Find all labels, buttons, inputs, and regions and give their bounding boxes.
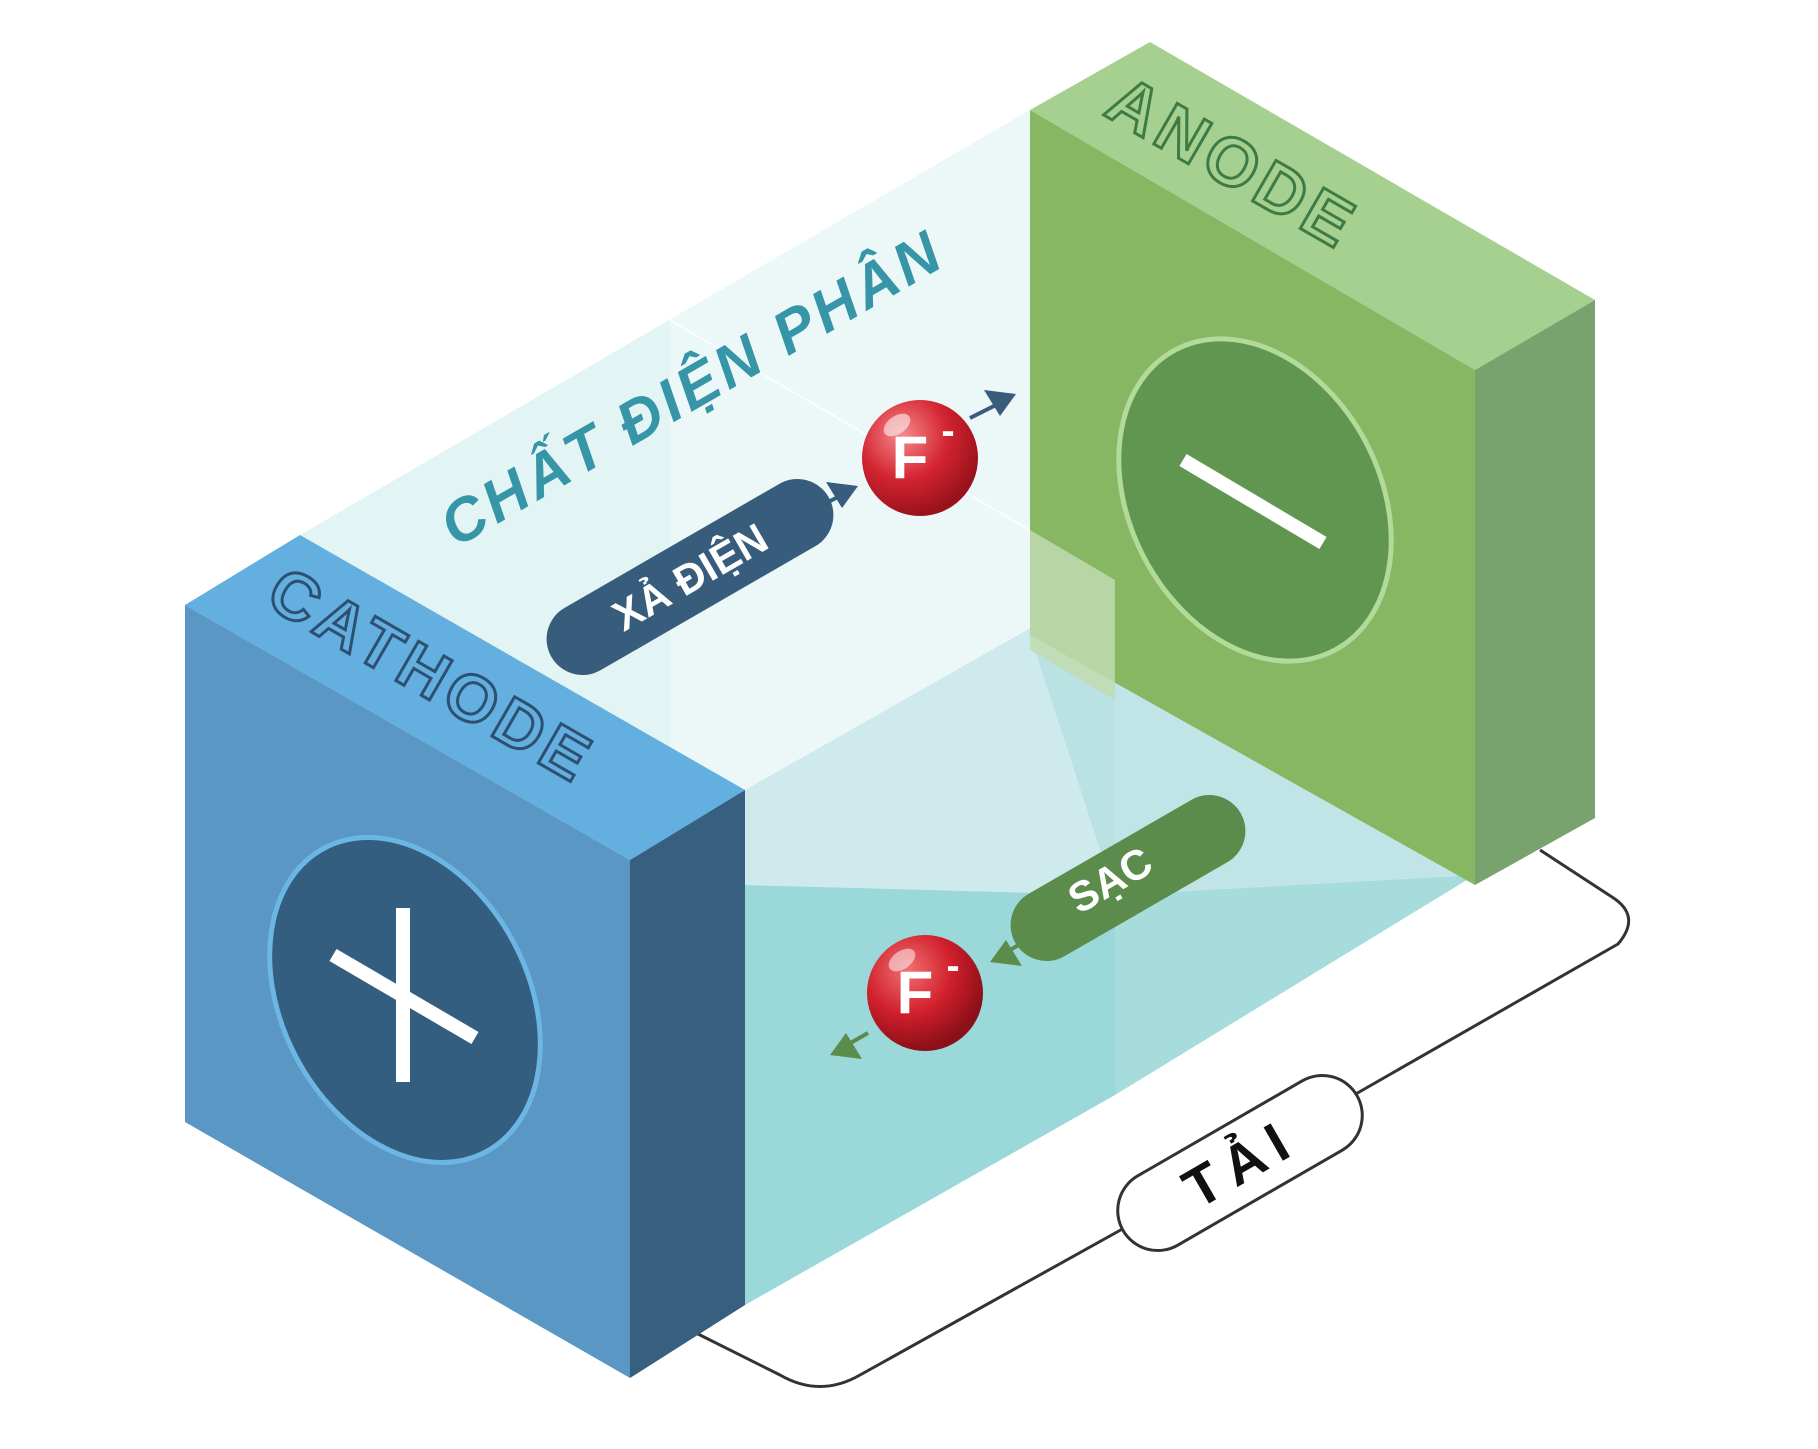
ion-symbol: F	[892, 424, 929, 491]
discharge-arrow-head-2	[984, 390, 1016, 416]
charge-flow: SẠC F -	[830, 795, 1246, 1059]
electrolyte-front-upper	[745, 580, 1115, 895]
anode-side-face	[1475, 300, 1595, 885]
cathode-top-face	[185, 535, 745, 860]
electrolyte-lower-front	[745, 885, 1115, 1305]
circuit-wire	[689, 848, 1631, 1388]
minus-icon	[1179, 453, 1327, 550]
charge-arrow-head-2	[830, 1033, 862, 1059]
ion-charge: -	[946, 944, 959, 988]
charge-arrow-head-1	[990, 940, 1022, 966]
fluoride-ion-bottom: F -	[867, 935, 983, 1051]
charge-pill	[1010, 795, 1246, 961]
ion-highlight	[888, 948, 916, 972]
electrolyte-lower-right	[1115, 875, 1475, 1095]
discharge-arrow-head-1	[826, 482, 858, 508]
load-pill	[1116, 1074, 1364, 1252]
cathode-side-face	[630, 790, 745, 1378]
discharge-pill	[546, 479, 834, 675]
anode-top-face	[1030, 42, 1595, 370]
ion-symbol: F	[897, 959, 934, 1026]
ion-charge: -	[941, 409, 954, 453]
fluoride-ion-top: F -	[862, 400, 978, 516]
ion-highlight	[883, 413, 911, 437]
anode-block: ANODE	[1030, 42, 1595, 885]
anode-overlap	[1030, 530, 1115, 700]
electrolyte-back-upper	[670, 110, 1030, 840]
